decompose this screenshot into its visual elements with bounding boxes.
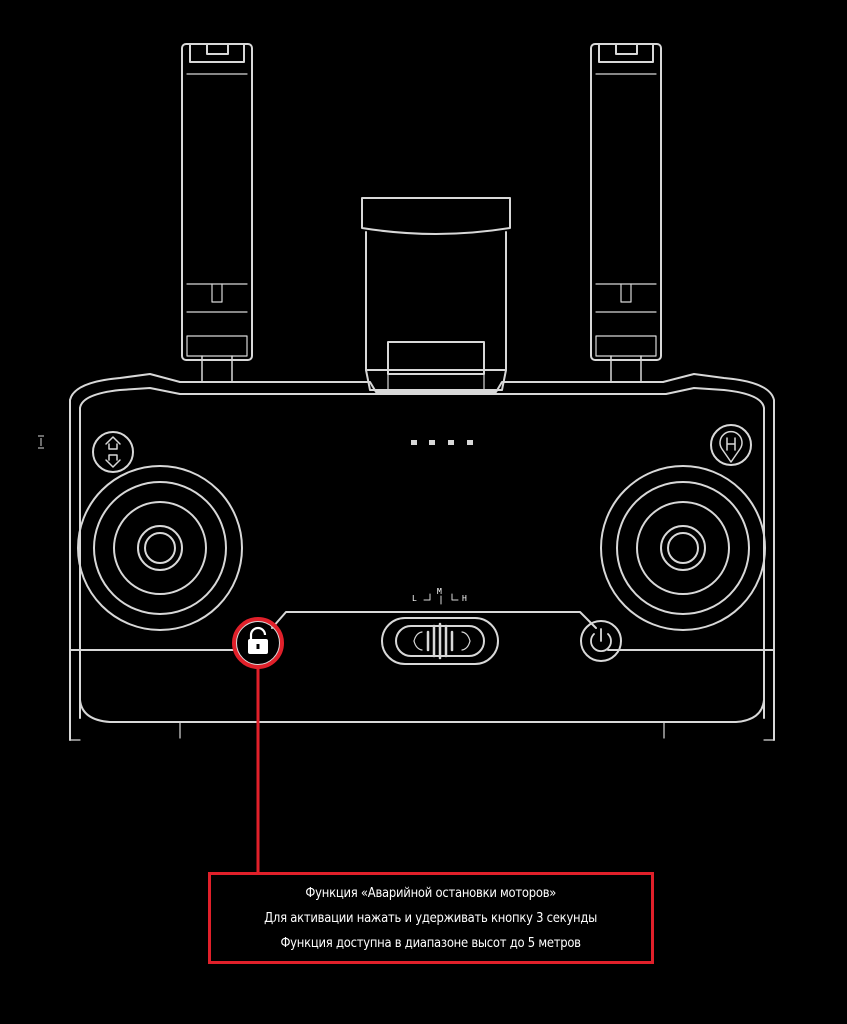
mode-label-m: M — [437, 587, 442, 596]
controller-body — [69, 373, 775, 741]
side-marker-icon — [38, 435, 44, 449]
lock-icon — [248, 626, 268, 654]
power-button[interactable] — [580, 620, 622, 662]
takeoff-landing-button[interactable] — [92, 431, 134, 473]
callout-box: Функция «Аварийной остановки моторов» Дл… — [208, 872, 654, 964]
phone-holder — [361, 197, 511, 391]
home-pin-icon — [719, 430, 743, 463]
left-antenna — [179, 43, 255, 383]
callout-limitation: Функция доступна в диапазоне высот до 5 … — [280, 934, 582, 951]
emergency-stop-button[interactable] — [232, 617, 284, 669]
left-joystick[interactable] — [77, 465, 243, 631]
mode-label-l: L — [412, 594, 417, 603]
return-home-button[interactable] — [710, 424, 752, 466]
right-antenna — [588, 43, 664, 383]
right-joystick[interactable] — [600, 465, 766, 631]
power-icon — [590, 628, 612, 653]
status-led — [429, 440, 435, 445]
status-led — [467, 440, 473, 445]
flight-mode-switch[interactable] — [381, 593, 499, 665]
status-leds — [411, 440, 473, 445]
status-led — [448, 440, 454, 445]
up-down-arrows-icon — [105, 436, 121, 468]
callout-instruction: Для активации нажать и удерживать кнопку… — [264, 909, 598, 926]
status-led — [411, 440, 417, 445]
callout-title: Функция «Аварийной остановки моторов» — [305, 884, 557, 901]
mode-label-h: H — [462, 594, 467, 603]
